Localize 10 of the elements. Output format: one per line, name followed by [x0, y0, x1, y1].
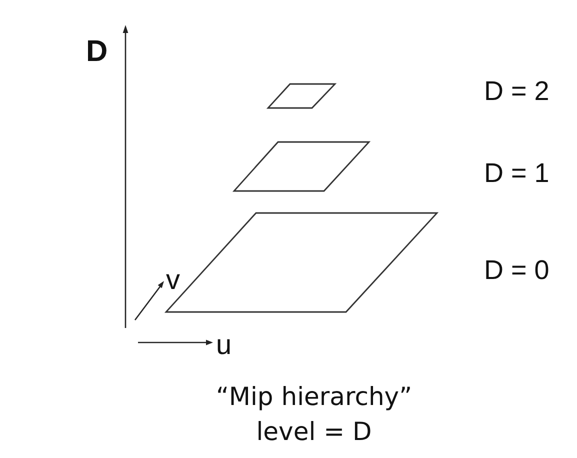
axis-label: u [216, 331, 232, 359]
axis-label: D [86, 37, 108, 67]
mip-level-plane [267, 83, 336, 109]
level-label: D = 0 [484, 257, 550, 284]
level-label: D = 1 [484, 160, 550, 187]
axis-label: v [166, 266, 180, 294]
level-label: D = 2 [484, 78, 550, 105]
caption: “Mip hierarchy” level = D [214, 381, 414, 448]
mip-level-plane [165, 212, 438, 313]
mip-level-plane [233, 141, 370, 192]
